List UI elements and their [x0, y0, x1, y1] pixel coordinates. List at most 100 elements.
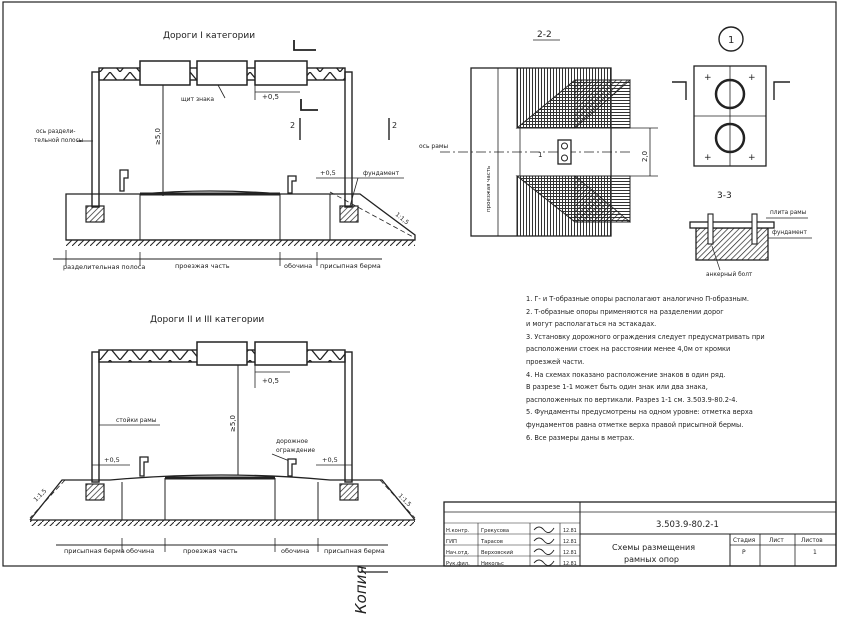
guard-label: дорожное [276, 438, 308, 445]
role: Нач.отд. [446, 550, 470, 556]
height-dim: ≥5,0 [229, 415, 237, 432]
signature [533, 548, 555, 555]
doc-code: 3.503.9-80.2-1 [656, 520, 719, 530]
note-line: фундаментов равна отметке верха правой п… [526, 420, 744, 429]
date: 12.81 [563, 539, 577, 545]
note-line: 4. На схемах показано расположение знако… [526, 370, 726, 379]
sign-panel [139, 60, 191, 86]
sign-panel [254, 341, 308, 366]
slope-dim: 1:1,5 [394, 211, 410, 226]
margin-note: Копия [352, 566, 370, 614]
svg-text:+: + [748, 73, 756, 83]
strip-label: проезжая часть [183, 547, 238, 555]
frame-post-right [344, 351, 353, 483]
strip-label: разделительная полоса [63, 263, 145, 271]
axis-label: тельной полосы [34, 137, 84, 144]
bolt-label: анкерный болт [706, 271, 753, 278]
title-cat1: Дороги I категории [163, 31, 255, 41]
note-line: 5. Фундаменты предусмотрены на одном уро… [526, 408, 753, 417]
foundation [339, 205, 359, 223]
svg-text:+: + [748, 153, 756, 163]
title-section33: 3-3 [717, 191, 732, 201]
frame-post-right [344, 71, 353, 208]
plan-2-2: 2-2 1 2,0 ось рамы проезжая часть [419, 30, 658, 237]
plan-post [557, 139, 572, 165]
guard-label: ограждение [276, 447, 315, 454]
node-number: 1 [728, 35, 734, 46]
shield-label: щит знака [181, 96, 214, 103]
frame-post-left [91, 71, 100, 208]
clearance-dim: +0,5 [262, 93, 279, 101]
sheets-head: Листов [801, 538, 823, 544]
foundation-label: фундамент [772, 230, 807, 236]
clearance-right: +0,5 [320, 169, 336, 177]
title-cat23: Дороги II и III категории [150, 315, 264, 325]
person: Грекусова [481, 528, 509, 534]
axis-label: ось рамы [419, 143, 448, 150]
sheet-frame [2, 1, 837, 567]
stage-value: Р [742, 549, 746, 556]
height-dim: ≥5,0 [154, 128, 162, 145]
note-line: 1. Г- и Т-образные опоры располагают ана… [526, 295, 749, 303]
title-section22: 2-2 [537, 30, 552, 40]
post-label: стойки рамы [116, 417, 157, 424]
doc-title: рамных опор [624, 555, 679, 564]
note-line: В разрезе 1-1 может быть один знак или д… [526, 383, 708, 392]
strip-label: присыпная берма [320, 262, 381, 270]
frame-post-left [91, 351, 100, 483]
sign-panel [196, 60, 248, 86]
foundation [339, 483, 359, 501]
clearance-left: +0,5 [104, 456, 120, 464]
section-3-3: 3-3 плита рамы фундамент анкерный болт [689, 191, 812, 278]
title-block: Н.контр. ГИП Нач.отд. Рук.фил. Грекусова… [443, 501, 837, 567]
node-1-detail: 1 + + + + [672, 26, 790, 167]
date: 12.81 [563, 561, 577, 567]
strip-label: проезжая часть [175, 262, 230, 270]
date: 12.81 [563, 528, 577, 534]
sign-panel [254, 60, 308, 86]
svg-text:+: + [704, 153, 712, 163]
date: 12.81 [563, 550, 577, 556]
foundation-label: фундамент [363, 170, 400, 177]
slab-label: плита рамы [770, 210, 807, 216]
note-line: проезжей части. [526, 357, 585, 366]
role: ГИП [446, 539, 457, 545]
role: Н.контр. [446, 528, 470, 534]
note-line: расположении стоек на расстоянии менее 4… [526, 345, 731, 354]
note-line: и могут располагаться на эстакадах. [526, 320, 657, 329]
clearance-right: +0,5 [322, 456, 338, 464]
stage-head: Стадия [733, 538, 755, 544]
note-line: 6. Все размеры даны в метрах. [526, 433, 635, 442]
note-line: 3. Установку дорожного ограждения следуе… [526, 332, 765, 341]
person: Верховский [481, 549, 513, 556]
foundation [85, 483, 105, 501]
note-line: 2. Т-образные опоры применяются на разде… [526, 307, 724, 316]
doc-title: Схемы размещения [612, 543, 695, 552]
strip-label: обочина [284, 262, 312, 270]
node-label: 1 [538, 151, 542, 159]
signature [533, 559, 555, 566]
strip-label: обочина [126, 547, 154, 555]
person: Никольс [481, 561, 504, 567]
section-mark-2: 2 [392, 121, 397, 130]
role: Рук.фил. [446, 561, 470, 567]
plan-dimension: 2,0 [641, 151, 649, 162]
strip-label: присыпная берма [64, 547, 125, 555]
signature [533, 526, 555, 533]
strip-label: обочина [281, 547, 309, 555]
svg-text:+: + [704, 73, 712, 83]
foundation [85, 205, 105, 223]
axis-label: ось раздели- [36, 129, 75, 135]
clearance-dim: +0,5 [262, 377, 279, 385]
sign-panel [196, 341, 248, 366]
signature [533, 537, 555, 544]
general-notes: 1. Г- и Т-образные опоры располагают ана… [526, 293, 826, 444]
note-line: расположенных по вертикали. Разрез 1-1 с… [526, 395, 738, 404]
section-plate [689, 221, 775, 229]
person: Тарасов [480, 539, 503, 545]
section-mark-2: 2 [290, 121, 295, 130]
lower-elevation: Дороги II и III категории ≥5,0 +0,5 стой… [29, 315, 416, 555]
strip-label: присыпная берма [324, 547, 385, 555]
handwritten-note: Копия [352, 566, 388, 614]
